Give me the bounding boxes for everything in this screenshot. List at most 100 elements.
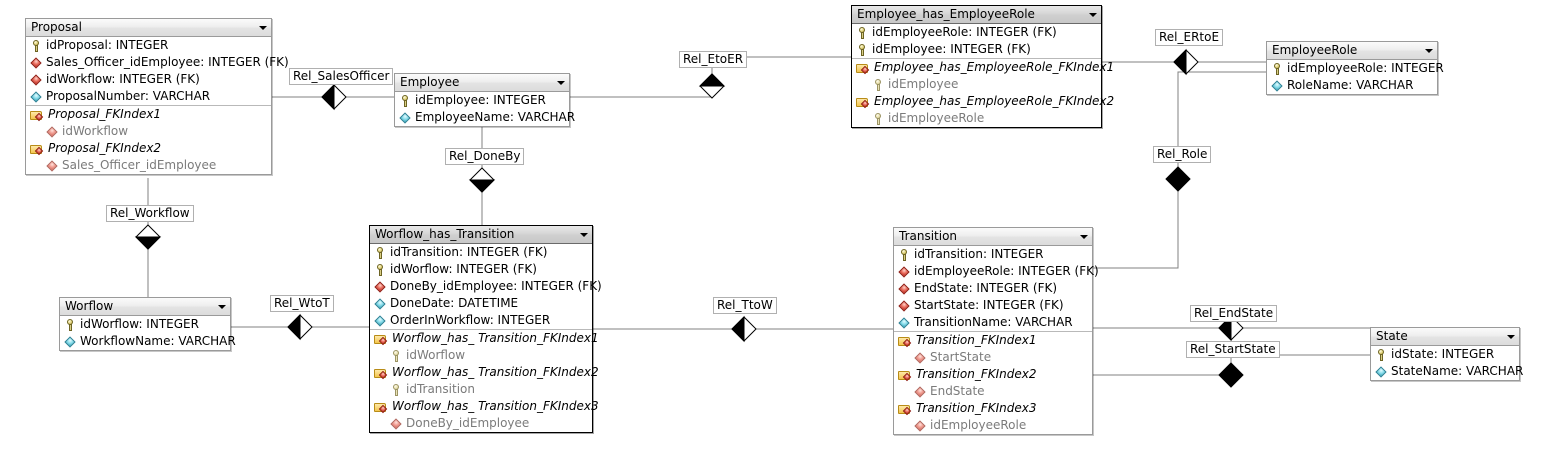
relationship-label-rel_wtot[interactable]: Rel_WtoT [270, 295, 334, 312]
column-row[interactable]: idEmployeeRole: INTEGER (FK) [852, 24, 1101, 41]
chevron-down-icon[interactable] [1080, 234, 1088, 239]
index-row[interactable]: Worflow_has_ Transition_FKIndex1 [370, 330, 599, 347]
index-row[interactable]: Transition_FKIndex1 [894, 332, 1092, 349]
cyan-diamond-icon [64, 336, 76, 348]
red-diamond-icon [914, 386, 926, 398]
column-row[interactable]: idWorkflow: INTEGER (FK) [26, 71, 271, 88]
relationship-label-rel_etoer[interactable]: Rel_EtoER [679, 51, 748, 68]
column-row[interactable]: idWorflow: INTEGER (FK) [370, 261, 592, 278]
relationship-label-rel_salesofficer[interactable]: Rel_SalesOfficer [289, 68, 394, 85]
index-row[interactable]: Transition_FKIndex2 [894, 366, 1092, 383]
chevron-down-icon[interactable] [1507, 334, 1515, 339]
column-row[interactable]: StateName: VARCHAR [1371, 363, 1523, 380]
relationship-label-rel_role[interactable]: Rel_Role [1153, 146, 1212, 163]
cyan-diamond-icon [30, 91, 42, 103]
table-title-worflow[interactable]: Worflow [60, 298, 230, 316]
index-member-row[interactable]: idEmployee [852, 76, 1101, 93]
index-name-label: Worflow_has_ Transition_FKIndex2 [392, 365, 599, 379]
table-name-label: Transition [899, 229, 958, 243]
table-title-employee_has_employeerole[interactable]: Employee_has_EmployeeRole [852, 6, 1101, 24]
chevron-down-icon[interactable] [218, 304, 226, 309]
red-diamond-icon [390, 418, 402, 430]
index-row[interactable]: Proposal_FKIndex2 [26, 140, 271, 157]
table-title-transition[interactable]: Transition [894, 228, 1092, 246]
columns-section: idTransition: INTEGER (FK)idWorflow: INT… [370, 244, 602, 329]
table-title-worflow_has_transition[interactable]: Worflow_has_Transition [370, 226, 592, 244]
column-row[interactable]: EndState: INTEGER (FK) [894, 280, 1092, 297]
cyan-diamond-icon [898, 317, 910, 329]
column-row[interactable]: idEmployeeRole: INTEGER (FK) [894, 263, 1099, 280]
relationship-label-rel_doneby[interactable]: Rel_DoneBy [445, 148, 525, 165]
column-row[interactable]: idTransition: INTEGER [894, 246, 1092, 263]
index-member-row[interactable]: idEmployeeRole [852, 110, 1101, 127]
table-title-proposal[interactable]: Proposal [26, 19, 271, 37]
column-row[interactable]: idState: INTEGER [1371, 346, 1519, 363]
column-label: TransitionName: VARCHAR [914, 315, 1073, 329]
index-member-label: idWorkflow [62, 124, 129, 138]
relationship-label-rel_workflow[interactable]: Rel_Workflow [106, 205, 194, 222]
relationship-label-rel_endstate[interactable]: Rel_EndState [1190, 305, 1278, 322]
column-row[interactable]: idProposal: INTEGER [26, 37, 271, 54]
chevron-down-icon[interactable] [259, 25, 267, 30]
index-row[interactable]: Transition_FKIndex3 [894, 400, 1092, 417]
index-member-row[interactable]: EndState [894, 383, 1092, 400]
index-member-row[interactable]: idWorflow [370, 347, 592, 364]
key-icon [390, 349, 402, 362]
index-row[interactable]: Employee_has_EmployeeRole_FKIndex1 [852, 59, 1114, 76]
relationship-label-rel_startstate[interactable]: Rel_StartState [1186, 341, 1280, 358]
chevron-down-icon[interactable] [1089, 12, 1097, 17]
table-title-employeerole[interactable]: EmployeeRole [1267, 42, 1437, 60]
index-member-label: StartState [930, 350, 992, 364]
chevron-down-icon[interactable] [1425, 48, 1433, 53]
column-row[interactable]: idEmployee: INTEGER [395, 92, 569, 109]
index-name-label: Transition_FKIndex1 [916, 333, 1037, 347]
column-row[interactable]: idEmployee: INTEGER (FK) [852, 41, 1101, 58]
table-title-state[interactable]: State [1371, 328, 1519, 346]
column-row[interactable]: EmployeeName: VARCHAR [395, 109, 575, 126]
index-member-row[interactable]: idWorkflow [26, 123, 271, 140]
index-row[interactable]: Proposal_FKIndex1 [26, 106, 271, 123]
index-row[interactable]: Employee_has_EmployeeRole_FKIndex2 [852, 93, 1114, 110]
index-member-label: idWorflow [406, 348, 466, 362]
relationship-label-rel_ttow[interactable]: Rel_TtoW [713, 297, 777, 314]
cyan-diamond-icon [374, 298, 386, 310]
chevron-down-icon[interactable] [557, 80, 565, 85]
column-row[interactable]: Sales_Officer_idEmployee: INTEGER (FK) [26, 54, 289, 71]
index-member-row[interactable]: idEmployeeRole [894, 417, 1092, 434]
index-member-row[interactable]: idTransition [370, 381, 592, 398]
column-row[interactable]: OrderInWorkflow: INTEGER [370, 312, 592, 329]
column-label: idEmployeeRole: INTEGER [1287, 61, 1444, 75]
key-icon [374, 263, 386, 276]
index-row[interactable]: Worflow_has_ Transition_FKIndex3 [370, 398, 599, 415]
column-row[interactable]: WorkflowName: VARCHAR [60, 333, 236, 350]
column-label: WorkflowName: VARCHAR [80, 334, 236, 348]
index-member-row[interactable]: StartState [894, 349, 1092, 366]
column-row[interactable]: idWorflow: INTEGER [60, 316, 230, 333]
index-folder-icon [898, 403, 912, 415]
column-row[interactable]: DoneBy_idEmployee: INTEGER (FK) [370, 278, 602, 295]
red-diamond-icon [374, 281, 386, 293]
table-title-employee[interactable]: Employee [395, 74, 569, 92]
index-member-row[interactable]: Sales_Officer_idEmployee [26, 157, 271, 174]
red-diamond-icon [30, 57, 42, 69]
column-row[interactable]: TransitionName: VARCHAR [894, 314, 1092, 331]
relationship-label-rel_ertoe[interactable]: Rel_ERtoE [1155, 29, 1224, 46]
column-row[interactable]: DoneDate: DATETIME [370, 295, 592, 312]
column-row[interactable]: RoleName: VARCHAR [1267, 77, 1437, 94]
column-row[interactable]: StartState: INTEGER (FK) [894, 297, 1092, 314]
column-row[interactable]: idTransition: INTEGER (FK) [370, 244, 592, 261]
column-row[interactable]: idEmployeeRole: INTEGER [1267, 60, 1444, 77]
column-row[interactable]: ProposalNumber: VARCHAR [26, 88, 271, 105]
chevron-down-icon[interactable] [580, 232, 588, 237]
index-member-row[interactable]: DoneBy_idEmployee [370, 415, 592, 432]
index-row[interactable]: Worflow_has_ Transition_FKIndex2 [370, 364, 599, 381]
